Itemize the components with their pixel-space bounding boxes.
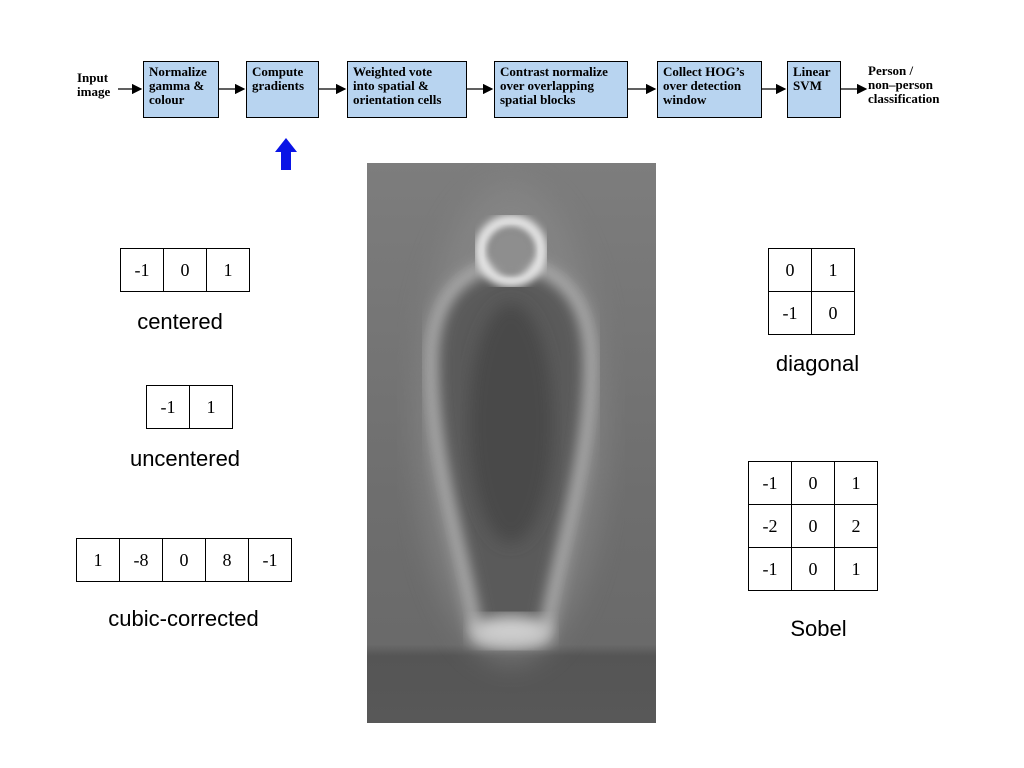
step-normalize-gamma: Normalize gamma & colour bbox=[143, 61, 219, 118]
kernel-uncentered: -1 1 bbox=[146, 385, 233, 429]
kernel-cell: 1 bbox=[206, 248, 250, 292]
kernel-cell: -1 bbox=[146, 385, 190, 429]
caption-uncentered: uncentered bbox=[129, 446, 241, 471]
average-gradient-person-image bbox=[367, 163, 656, 723]
kernel-cell: 0 bbox=[162, 538, 206, 582]
kernel-cell: -1 bbox=[120, 248, 164, 292]
pipeline-arrows bbox=[118, 83, 868, 170]
caption-cubic-corrected: cubic-corrected bbox=[108, 606, 259, 631]
kernel-cubic-corrected: 1 -8 0 8 -1 bbox=[76, 538, 292, 582]
kernel-cell: -1 bbox=[768, 291, 812, 335]
step-contrast-normalize: Contrast normalize over overlapping spat… bbox=[494, 61, 628, 118]
step-weighted-vote: Weighted vote into spatial & orientation… bbox=[347, 61, 467, 118]
step-linear-svm: Linear SVM bbox=[787, 61, 841, 118]
kernel-diagonal: 0 1 -1 0 bbox=[768, 248, 855, 335]
kernel-cell: -8 bbox=[119, 538, 163, 582]
kernel-cell: -1 bbox=[748, 547, 792, 591]
kernel-cell: 0 bbox=[163, 248, 207, 292]
kernel-sobel: -1 0 1 -2 0 2 -1 0 1 bbox=[748, 461, 878, 591]
person-silhouette bbox=[367, 163, 656, 723]
caption-diagonal: diagonal bbox=[775, 351, 860, 376]
output-classification-label: Person / non–person classification bbox=[868, 63, 940, 106]
kernel-cell: 0 bbox=[791, 547, 835, 591]
up-arrow-icon bbox=[275, 138, 297, 170]
input-image-label: Input image bbox=[77, 70, 111, 99]
kernel-cell: 2 bbox=[834, 504, 878, 548]
kernel-centered: -1 0 1 bbox=[120, 248, 250, 292]
kernel-cell: 1 bbox=[189, 385, 233, 429]
kernel-cell: 1 bbox=[76, 538, 120, 582]
step-compute-gradients: Compute gradients bbox=[246, 61, 319, 118]
kernel-cell: 0 bbox=[768, 248, 812, 292]
kernel-cell: 0 bbox=[811, 291, 855, 335]
kernel-cell: 1 bbox=[811, 248, 855, 292]
kernel-cell: 1 bbox=[834, 461, 878, 505]
step-collect-hog: Collect HOG’s over detection window bbox=[657, 61, 762, 118]
kernel-cell: -2 bbox=[748, 504, 792, 548]
kernel-cell: 8 bbox=[205, 538, 249, 582]
kernel-cell: -1 bbox=[248, 538, 292, 582]
kernel-cell: 1 bbox=[834, 547, 878, 591]
caption-centered: centered bbox=[137, 309, 223, 334]
kernel-cell: 0 bbox=[791, 504, 835, 548]
kernel-cell: -1 bbox=[748, 461, 792, 505]
kernel-cell: 0 bbox=[791, 461, 835, 505]
caption-sobel: Sobel bbox=[790, 616, 847, 641]
